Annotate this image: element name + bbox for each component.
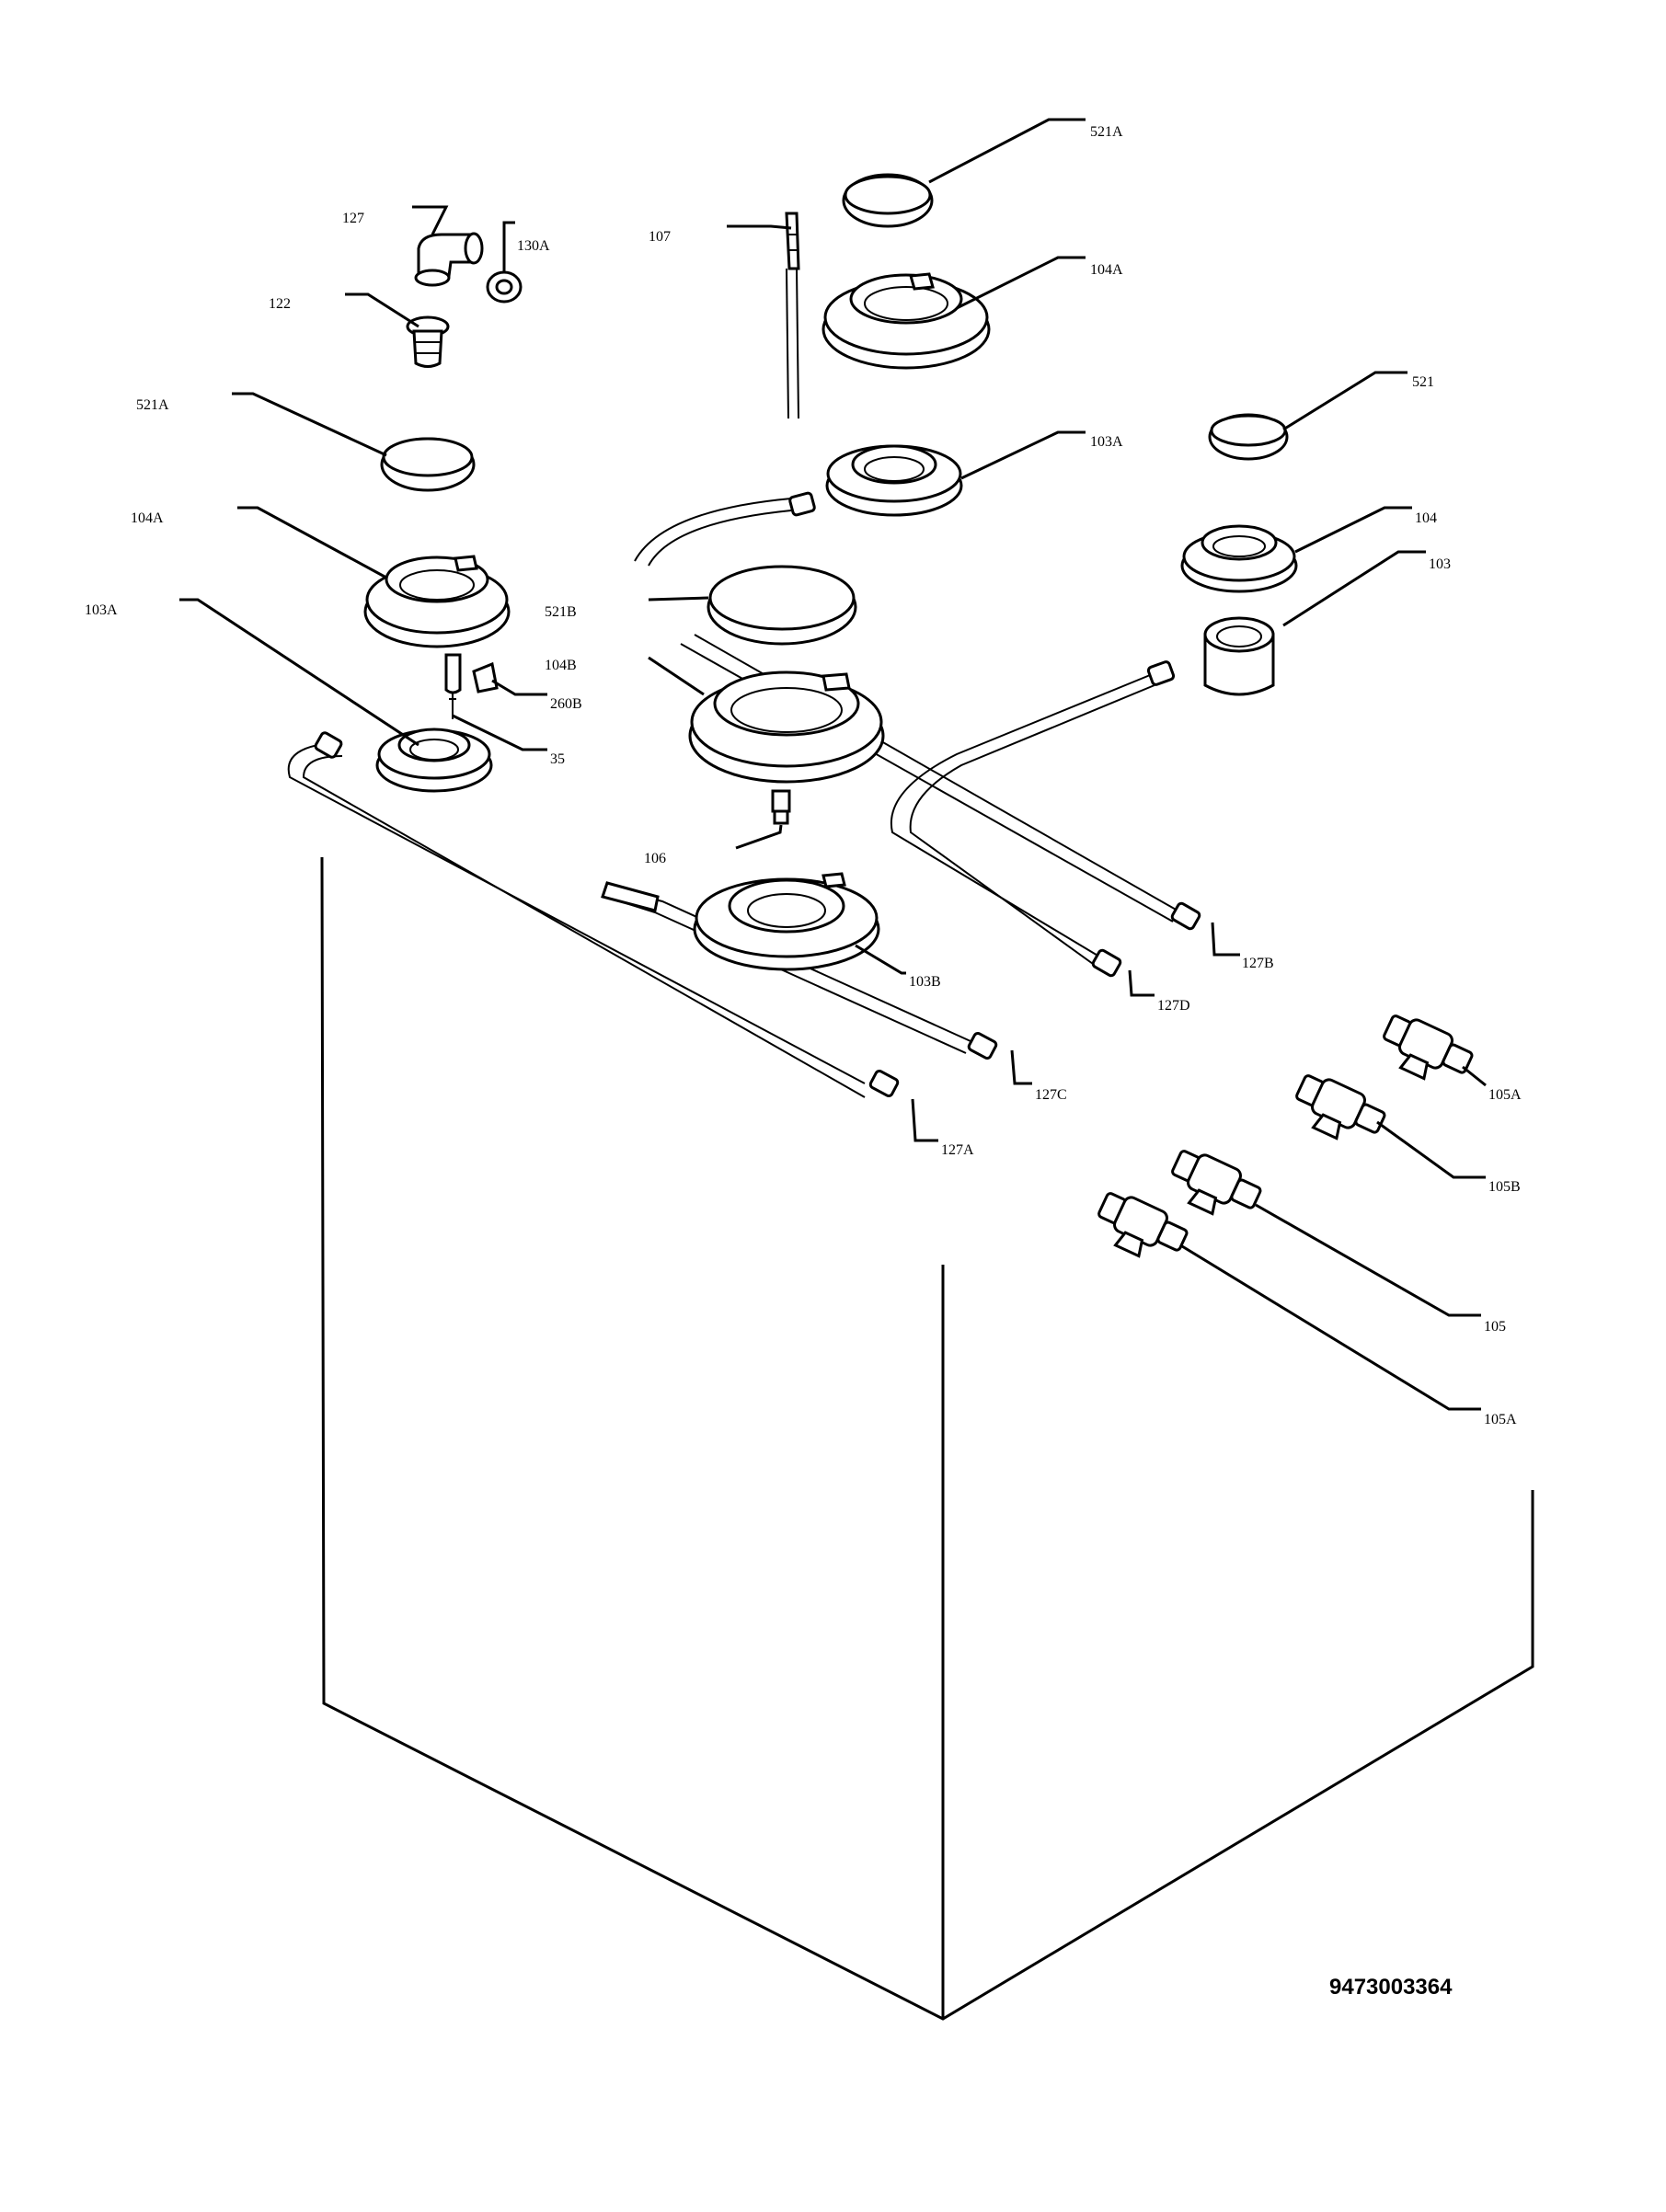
fitting-127a: [868, 1069, 900, 1098]
nut-130a: [486, 270, 523, 304]
clip-260b: [472, 661, 499, 693]
callout-labels: 521A 127 130A 107 104A 122 521 521A 103A…: [85, 124, 1522, 1427]
injector-106: [771, 789, 791, 825]
electrode-35: [444, 653, 462, 719]
burner-body-103: [1203, 616, 1275, 696]
small-parts: [406, 212, 800, 825]
leader-lines: [179, 118, 1487, 1411]
label-260b: 260B: [550, 696, 582, 712]
label-105a-bottom: 105A: [1484, 1412, 1517, 1427]
gas-valve-105: [1171, 1150, 1262, 1216]
label-521: 521: [1412, 374, 1434, 390]
label-122: 122: [269, 296, 291, 312]
label-103b: 103B: [909, 974, 941, 990]
fitting-127b: [1170, 901, 1201, 931]
burner-crown-104b: [688, 670, 885, 784]
label-35: 35: [550, 751, 565, 767]
burner-cap-521a-top: [842, 173, 934, 228]
gas-valve-105a-bottom: [1097, 1192, 1189, 1258]
burner-crowns: [363, 272, 1298, 784]
nipple-122: [406, 315, 450, 368]
burner-cap-521a-left: [380, 437, 476, 492]
label-104a-left: 104A: [131, 510, 164, 526]
burner-body-103a-left: [375, 728, 493, 793]
fitting-103a-left: [314, 731, 343, 759]
gas-valve-105b: [1295, 1074, 1386, 1140]
document-number: 9473003364: [1329, 1975, 1453, 2000]
label-103: 103: [1429, 556, 1451, 572]
label-104a-top: 104A: [1090, 262, 1123, 278]
burner-body-103a-top: [825, 444, 963, 517]
label-130a: 130A: [517, 238, 550, 254]
label-106: 106: [644, 851, 666, 866]
cabinet-outline: [320, 856, 1534, 2021]
label-105: 105: [1484, 1319, 1506, 1335]
label-127: 127: [342, 211, 364, 226]
thermocouple-tip-107: [785, 212, 800, 270]
burner-crown-104a-top: [822, 272, 991, 370]
label-104: 104: [1415, 510, 1437, 526]
fitting-103: [1146, 660, 1176, 686]
label-127d: 127D: [1157, 998, 1190, 1014]
label-103a-left: 103A: [85, 602, 118, 618]
burner-crown-104a-left: [363, 555, 511, 648]
burner-crown-104: [1180, 524, 1298, 593]
label-127b: 127B: [1242, 956, 1274, 971]
label-105a-top: 105A: [1488, 1087, 1522, 1103]
gas-valves: [1097, 1014, 1474, 1258]
label-127a: 127A: [941, 1142, 974, 1158]
label-107: 107: [649, 229, 671, 245]
fitting-103b-inlet: [601, 881, 660, 912]
label-521a-top: 521A: [1090, 124, 1123, 140]
burner-cap-521: [1208, 413, 1289, 461]
label-105b: 105B: [1488, 1179, 1521, 1195]
burner-body-103b: [693, 872, 880, 971]
burner-bodies: [375, 444, 1275, 971]
gas-valve-105a-top: [1383, 1014, 1474, 1081]
label-104b: 104B: [545, 658, 577, 673]
burner-caps: [380, 173, 1289, 646]
elbow-127: [414, 232, 484, 287]
label-521a-left: 521A: [136, 397, 169, 413]
label-127c: 127C: [1035, 1087, 1067, 1103]
fitting-103a: [788, 491, 816, 517]
fitting-127c: [967, 1031, 998, 1060]
label-521b: 521B: [545, 604, 577, 620]
pipe-fittings: [314, 491, 1201, 1098]
label-103a-top: 103A: [1090, 434, 1123, 450]
fitting-127d: [1091, 948, 1122, 978]
burner-cap-521b: [707, 565, 857, 646]
